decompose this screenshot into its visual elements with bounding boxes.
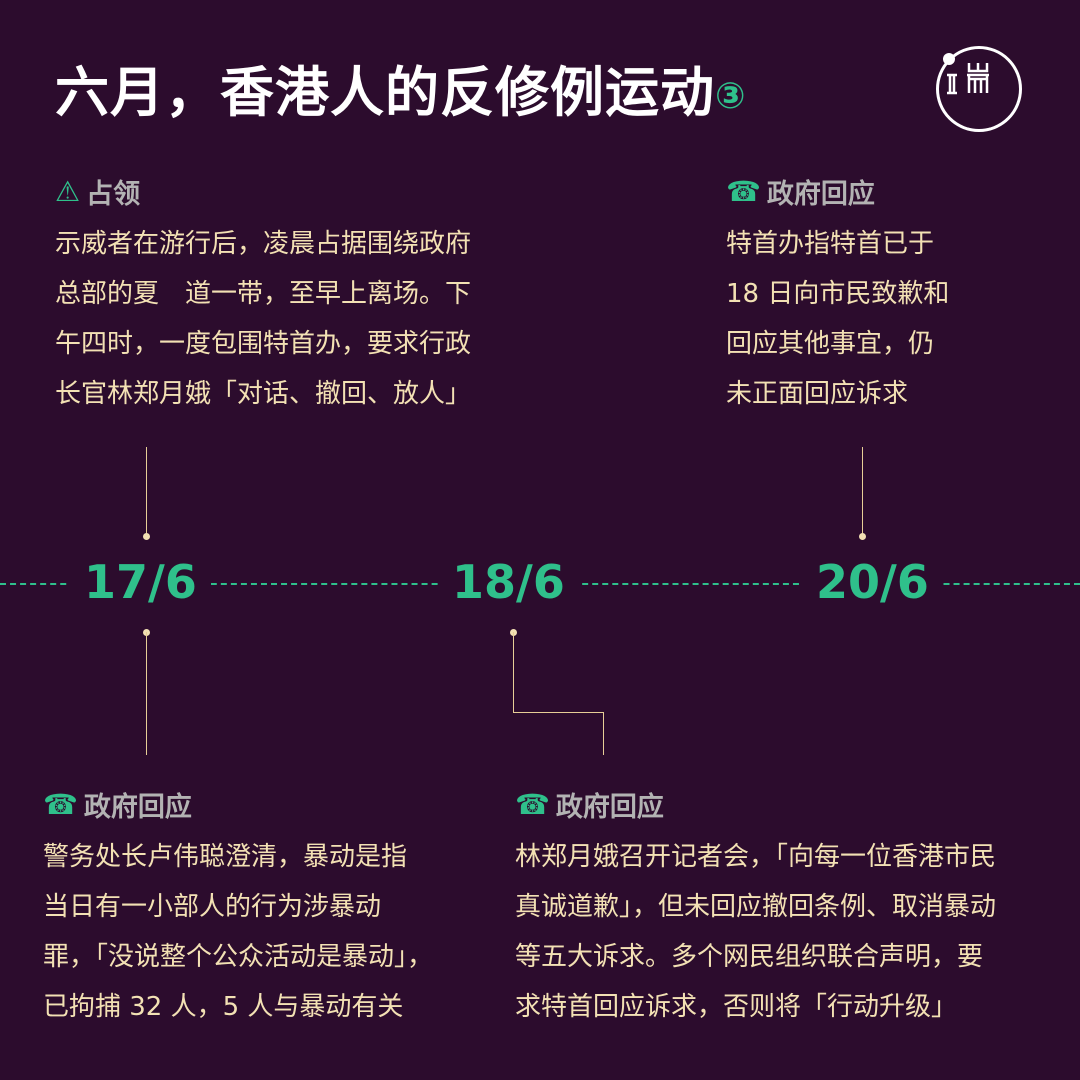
phone-icon: ☎ bbox=[515, 788, 550, 821]
event-heading: 占领 bbox=[86, 179, 141, 210]
date-18-6: 18/6 bbox=[438, 555, 579, 609]
event-text-line: 示威者在游行后，凌晨占据围绕政府 bbox=[55, 229, 472, 259]
date-17-6: 17/6 bbox=[70, 555, 211, 609]
connector-dot bbox=[143, 533, 150, 540]
logo-mark-icon bbox=[947, 63, 989, 95]
event-heading: 政府回应 bbox=[83, 792, 192, 823]
logo-dot bbox=[943, 53, 955, 65]
connector-line bbox=[603, 712, 604, 755]
connector-line bbox=[513, 632, 514, 712]
event-17-6-gov-response: ☎政府回应 警务处长卢伟聪澄清，暴动是指 当日有一小部人的行为涉暴动 罪，「没说… bbox=[43, 785, 433, 1032]
title-text: 六月，香港人的反修例运动 bbox=[55, 61, 715, 124]
event-text-line: 午四时，一度包围特首办，要求行政 bbox=[55, 329, 472, 359]
phone-icon: ☎ bbox=[726, 175, 761, 208]
event-heading: 政府回应 bbox=[766, 179, 875, 210]
part-number: ③ bbox=[715, 75, 747, 117]
event-text-line: 罪，「没说整个公众活动是暴动」， bbox=[43, 942, 434, 972]
event-text-line: 林郑月娥召开记者会，「向每一位香港市民 bbox=[515, 842, 997, 872]
event-heading: 政府回应 bbox=[555, 792, 664, 823]
event-text-line: 真诚道歉」，但未回应撤回条例、取消暴动 bbox=[515, 892, 997, 922]
event-text-line: 未正面回应诉求 bbox=[726, 379, 909, 409]
event-text-line: 当日有一小部人的行为涉暴动 bbox=[43, 892, 382, 922]
event-text-line: 总部的夏 道一带，至早上离场。下 bbox=[55, 279, 472, 309]
phone-icon: ☎ bbox=[43, 788, 78, 821]
connector-line bbox=[862, 447, 863, 537]
warning-icon: ⚠ bbox=[55, 175, 81, 208]
event-text-line: 警务处长卢伟聪澄清，暴动是指 bbox=[43, 842, 408, 872]
event-text-line: 已拘捕 32 人，5 人与暴动有关 bbox=[43, 992, 404, 1022]
logo bbox=[936, 46, 1022, 132]
connector-dot bbox=[859, 533, 866, 540]
event-20-6-gov-response: ☎政府回应 特首办指特首已于 18 日向市民致歉和 回应其他事宜，仍 未正面回应… bbox=[726, 172, 949, 419]
page-title: 六月，香港人的反修例运动③ bbox=[55, 48, 746, 127]
event-text-line: 特首办指特首已于 bbox=[726, 229, 935, 259]
date-20-6: 20/6 bbox=[802, 555, 943, 609]
event-text-line: 求特首回应诉求，否则将「行动升级」 bbox=[515, 992, 958, 1022]
event-text-line: 长官林郑月娥「对话、撤回、放人」 bbox=[55, 379, 472, 409]
event-text-line: 18 日向市民致歉和 bbox=[726, 279, 950, 309]
connector-line bbox=[146, 447, 147, 537]
connector-line bbox=[513, 712, 604, 713]
event-text-line: 回应其他事宜，仍 bbox=[726, 329, 935, 359]
event-17-6-occupy: ⚠占领 示威者在游行后，凌晨占据围绕政府 总部的夏 道一带，至早上离场。下 午四… bbox=[55, 172, 471, 419]
event-text-line: 等五大诉求。多个网民组织联合声明，要 bbox=[515, 942, 984, 972]
connector-line bbox=[146, 632, 147, 755]
event-18-6-gov-response: ☎政府回应 林郑月娥召开记者会，「向每一位香港市民 真诚道歉」，但未回应撤回条例… bbox=[515, 785, 996, 1032]
